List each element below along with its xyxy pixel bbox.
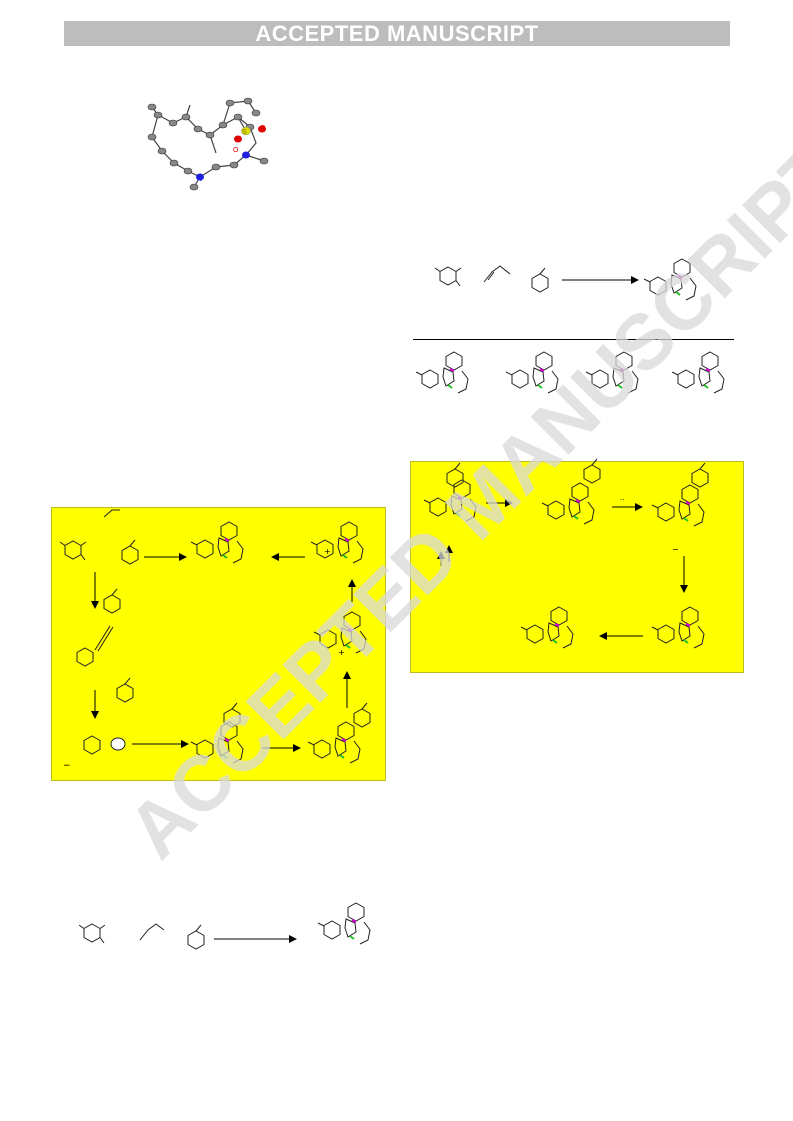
crystal-structure (147, 97, 269, 191)
nitrogen-atom-2 (242, 151, 250, 159)
charge-minus-1: − (63, 761, 71, 771)
charge-minus-2: − (672, 545, 679, 554)
reaction-scheme-bottom (79, 902, 371, 949)
o-label-1: O (233, 147, 239, 154)
scheme-divider (413, 339, 734, 340)
dots-label: .. (620, 494, 624, 502)
mechanism-panel-left (51, 507, 386, 781)
oxygen-atom-2 (258, 125, 266, 133)
reaction-scheme-top (415, 258, 725, 394)
n-label-2: N (243, 153, 248, 160)
charge-plus-2: + (338, 648, 345, 657)
mechanism-left-structures (60, 509, 370, 764)
sulfur-atom (241, 126, 251, 136)
mechanism-panel-right (410, 461, 744, 673)
charge-plus-1: + (324, 547, 331, 556)
accepted-manuscript-banner: ACCEPTED MANUSCRIPT (64, 21, 730, 46)
oxygen-atom-1 (234, 135, 242, 143)
n-label-1: N (197, 176, 202, 183)
o-label-2: O (260, 125, 266, 132)
mechanism-right-structures (423, 459, 708, 649)
s-label: S (242, 129, 247, 136)
nitrogen-atom-1 (196, 173, 204, 181)
